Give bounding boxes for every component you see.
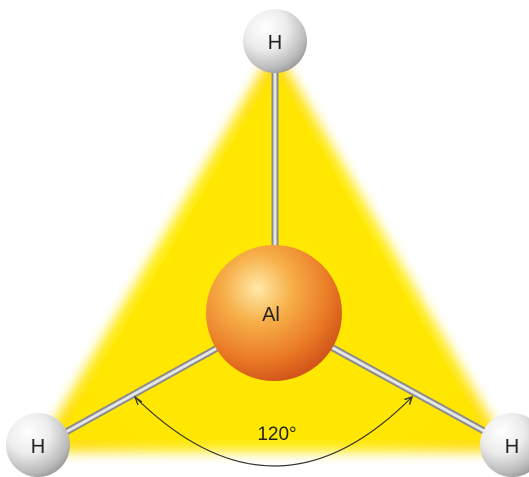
bonds xyxy=(44,48,508,446)
ligand-atom-left-label: H xyxy=(31,436,45,458)
bond-angle-arc xyxy=(134,397,412,467)
central-atom-label: Al xyxy=(262,304,280,326)
ligand-atom-right: H xyxy=(480,413,529,477)
ligand-atom-right-label: H xyxy=(505,436,519,458)
ligand-atom-top-label: H xyxy=(268,32,282,54)
ligand-atom-top: H xyxy=(243,9,307,73)
central-atom: Al xyxy=(206,245,342,381)
ligand-atom-left: H xyxy=(6,413,70,477)
bond-angle-label: 120° xyxy=(257,424,296,445)
bond-angle-indicator: 120° xyxy=(133,395,412,467)
